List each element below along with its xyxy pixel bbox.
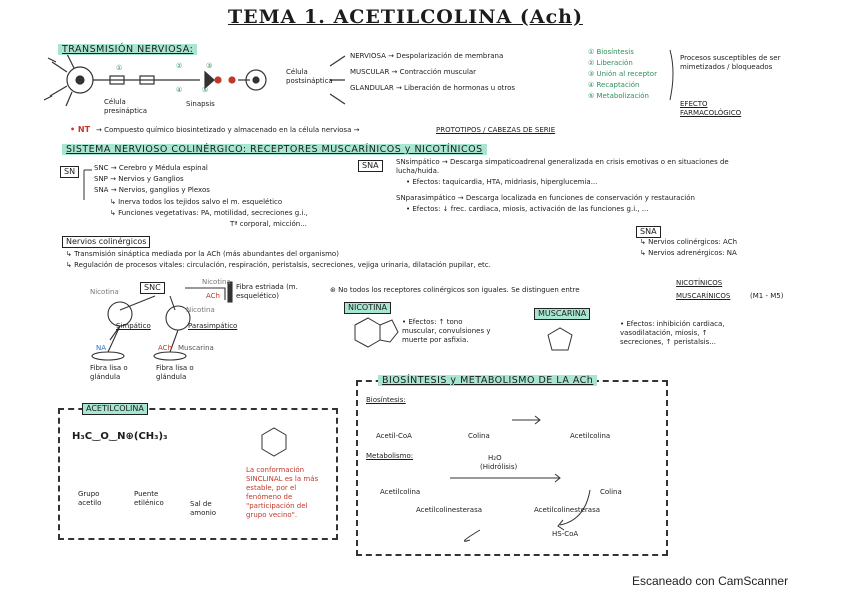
grupo-acetilo: Grupo acetilo: [78, 490, 102, 507]
sna-funciones2: Tª corporal, micción...: [230, 220, 307, 228]
nervios-line1: ↳ Transmisión sináptica mediada por la A…: [66, 250, 339, 258]
step-num-2: ②: [176, 62, 183, 70]
conformacion-sinclinal: La conformación SINCLINAL es la más esta…: [246, 466, 319, 519]
effect-glandular: GLANDULAR → Liberación de hormonas u otr…: [350, 84, 516, 92]
efectos-nicotina: • Efectos: ↑ tono muscular, convulsiones…: [402, 318, 491, 344]
nicotina-box: NICOTINA: [344, 302, 391, 314]
diagram-na: NA: [96, 344, 107, 352]
label-enzima-1: Acetilcolinesterasa: [416, 506, 483, 514]
effect-muscular: MUSCULAR → Contracción muscular: [350, 68, 477, 76]
diagram-ach-2: ACh: [158, 344, 172, 352]
section-transmision: TRANSMISIÓN NERVIOSA:: [58, 44, 198, 55]
step-recaptacion: ④ Recaptación: [588, 81, 640, 89]
efectos-muscarina: • Efectos: inhibición cardiaca, vasodila…: [620, 320, 725, 346]
step-union: ③ Unión al receptor: [588, 70, 657, 78]
bracket: [669, 49, 674, 101]
biosintesis-heading: BIOSÍNTESIS y METABOLISMO DE LA ACh: [378, 375, 598, 386]
label-colina-2: Colina: [600, 488, 622, 496]
diagram-fibra-lisa-2: Fibra lisa o glándula: [156, 364, 194, 381]
sn-snc: SNC → Cerebro y Médula espinal: [94, 164, 208, 172]
acetilcolina-box: ACETILCOLINA: [82, 403, 148, 415]
sna-box: SNA: [358, 160, 383, 172]
receptores-muscarinicos: MUSCARÍNICOS: [676, 292, 731, 300]
sal-de-amonio: Sal de amonio: [190, 500, 217, 517]
metabolismo-sub: Metabolismo:: [366, 452, 414, 460]
label-acetil-coa: Acetil-CoA: [376, 432, 412, 440]
step-liberacion: ② Liberación: [588, 59, 633, 67]
step-num-4: ④: [176, 86, 183, 94]
label-sinapsis: Sinapsis: [186, 100, 215, 108]
reaction-arrows: [450, 415, 591, 542]
efectos-simpatico: • Efectos: taquicardia, HTA, midriasis, …: [406, 178, 598, 186]
nervios-heading: Nervios colinérgicos: [62, 236, 151, 248]
sna-inerva: ↳ Inerva todos los tejidos salvo el m. e…: [110, 198, 283, 206]
label-celula-presinaptica: Célula presináptica: [104, 98, 148, 115]
nt-text: → Compuesto químico biosintetizado y alm…: [96, 126, 360, 134]
sna-funciones: ↳ Funciones vegetativas: PA, motilidad, …: [110, 209, 308, 217]
camscanner-watermark: Escaneado con CamScanner: [632, 574, 789, 588]
label-celula-postsinaptica: Célula postsináptica: [286, 68, 333, 85]
acetilcolina-panel: [58, 408, 338, 540]
page-title: TEMA 1. ACETILCOLINA (Ach): [228, 6, 583, 28]
nervios-adrenergicos-na: ↳ Nervios adrenérgicos: NA: [640, 249, 737, 257]
step-num-1: ①: [116, 64, 123, 72]
label-hidrolisis: (Hidrólisis): [480, 463, 518, 471]
receptores-note: ⊛ No todos los receptores colinérgicos s…: [330, 286, 580, 294]
diagram-ach-1: ACh: [206, 292, 220, 300]
diagram-nicotina-1: Nicotina: [90, 288, 119, 296]
label-h2o: H₂O: [488, 454, 502, 462]
acetilcolina-formula: H₃C‿O‿N⊕(CH₃)₃: [72, 431, 168, 442]
diagram-nicotina-3: Nicotina: [186, 306, 215, 314]
label-colina: Colina: [468, 432, 490, 440]
receptores-m-range: (M1 - M5): [750, 292, 784, 300]
section-sistema: SISTEMA NERVIOSO COLINÉRGICO: RECEPTORES…: [62, 144, 487, 155]
nervios-line2: ↳ Regulación de procesos vitales: circul…: [66, 261, 491, 269]
effect-nerviosa: NERVIOSA → Despolarización de membrana: [350, 52, 504, 60]
puente-etilenico: Puente etilénico: [134, 490, 164, 507]
diagram-simpatico: Simpático: [116, 322, 151, 330]
diagram-snc: SNC: [140, 282, 165, 294]
label-acetilcolina: Acetilcolina: [570, 432, 611, 440]
label-acetilcolina-2: Acetilcolina: [380, 488, 421, 496]
diagram-fibra-lisa-1: Fibra lisa o glándula: [90, 364, 128, 381]
prototipos-text: PROTOTIPOS / CABEZAS DE SERIE: [436, 126, 556, 134]
molecule-sketches: [261, 317, 573, 457]
sn-sna: SNA → Nervios, ganglios y Plexos: [94, 186, 210, 194]
muscarina-box: MUSCARINA: [534, 308, 591, 320]
receptores-nicotinicos: NICOTÍNICOS: [676, 279, 723, 287]
nervios-colinergicos-ach: ↳ Nervios colinérgicos: ACh: [640, 238, 738, 246]
sn-box: SN: [60, 166, 80, 178]
step-num-5: ⑤: [202, 86, 209, 94]
step-metabolizacion: ⑤ Metabolización: [588, 92, 649, 100]
sna-parasimpatico: SNparasimpático → Descarga localizada en…: [396, 194, 695, 202]
neuron-drawing: [43, 51, 346, 107]
diagram-nicotina-2: Nicotina: [202, 278, 231, 286]
label-hs-coa: HS-CoA: [552, 530, 579, 538]
step-num-3: ③: [206, 62, 213, 70]
procesos-text: Procesos susceptibles de ser mimetizados…: [680, 54, 781, 71]
nt-label: • NT: [70, 125, 91, 134]
biosintesis-sub: Biosíntesis:: [366, 396, 406, 404]
cholinergic-diagram: [91, 281, 233, 361]
diagram-fibra-estriada: Fibra estriada (m. esquelético): [236, 283, 298, 300]
step-biosintesis: ① Biosíntesis: [588, 48, 634, 56]
efecto-farmacologico: EFECTO FARMACOLÓGICO: [680, 100, 742, 117]
efectos-parasimpatico: • Efectos: ↓ frec. cardiaca, miosis, act…: [406, 205, 649, 213]
label-enzima-2: Acetilcolinesterasa: [534, 506, 601, 514]
sn-snp: SNP → Nervios y Ganglios: [94, 175, 184, 183]
sna-simpatico: SNsimpático → Descarga simpaticoadrenal …: [396, 158, 729, 175]
diagram-parasimpatico: Parasimpático: [188, 322, 238, 330]
sna-box-2: SNA: [636, 226, 661, 238]
diagram-muscarina: Muscarina: [178, 344, 214, 352]
